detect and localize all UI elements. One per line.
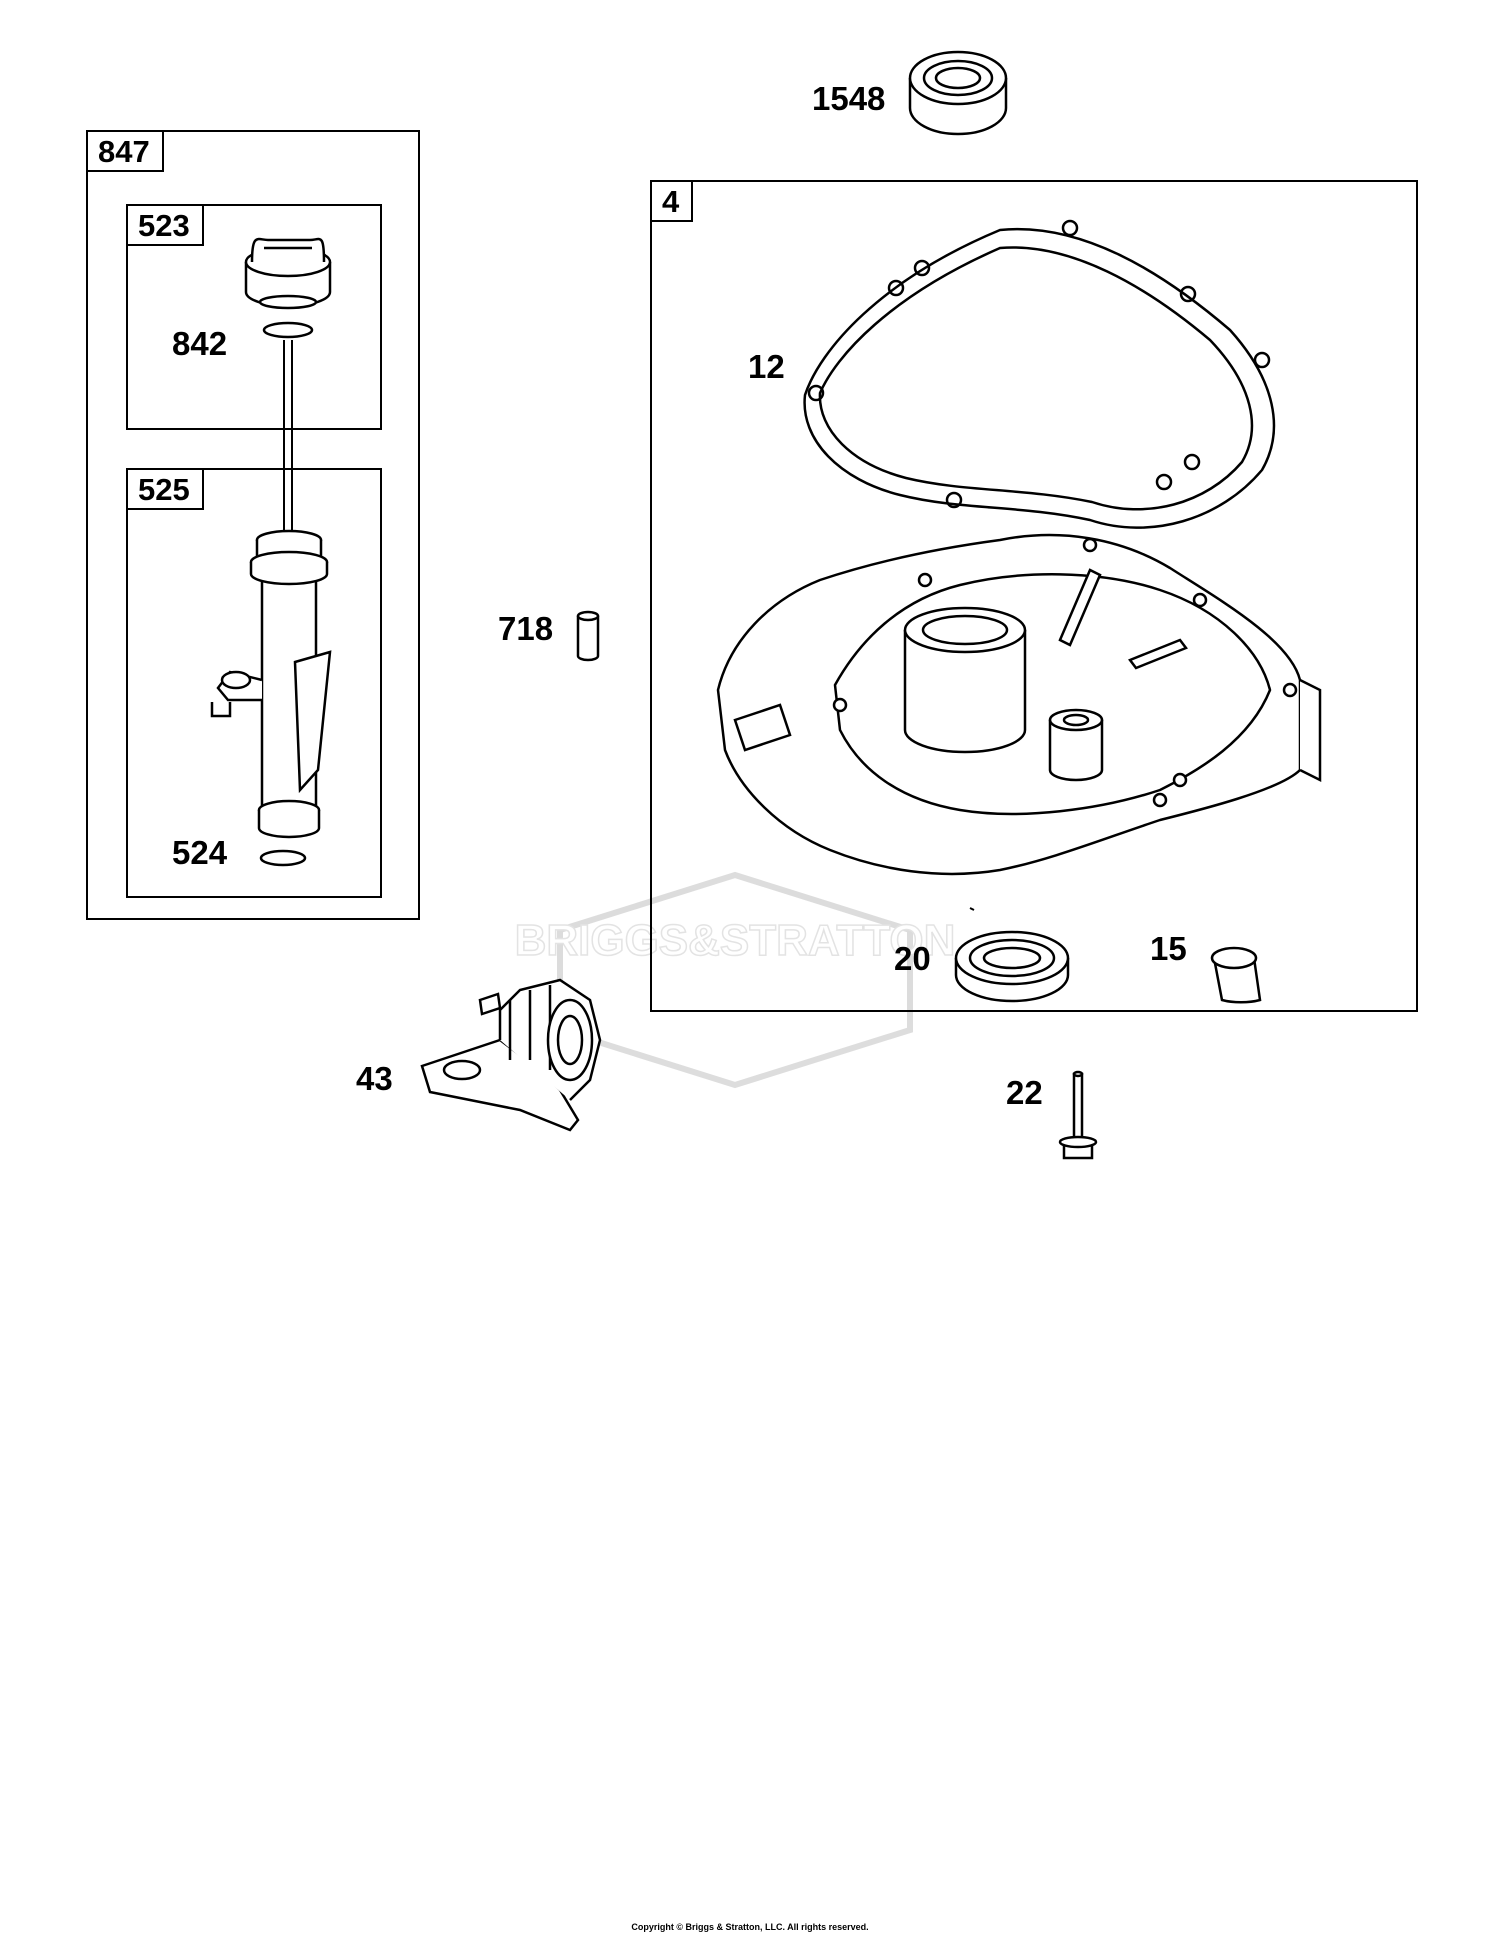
callout-43: 43 [356, 1060, 393, 1097]
o-ring-524 [259, 849, 307, 867]
bolt-22 [1058, 1070, 1098, 1160]
callout-12: 12 [748, 348, 785, 385]
oil-seal-20 [954, 930, 1070, 1003]
briggs-stratton-watermark: BRIGGS&STRATTON [514, 871, 956, 1089]
dipstick-cap-523 [244, 237, 332, 310]
svg-text:BRIGGS&STRATTON: BRIGGS&STRATTON [515, 916, 956, 965]
bearing-1548 [908, 50, 1008, 136]
copyright-notice: Copyright © Briggs & Stratton, LLC. All … [631, 1922, 869, 1932]
plug-15 [1210, 946, 1262, 1004]
group-label-4: 4 [650, 180, 694, 222]
callout-20: 20 [894, 940, 931, 977]
gasket-12 [803, 219, 1276, 529]
sump-cover-4 [716, 533, 1322, 876]
o-ring-842 [262, 321, 314, 339]
group-label-847: 847 [86, 130, 164, 172]
callout-718: 718 [498, 610, 554, 647]
dipstick-rod [283, 340, 293, 540]
group-label-523: 523 [126, 204, 204, 246]
group-box-4: 4 [650, 180, 1418, 1012]
leader-mark [969, 907, 975, 911]
callout-842: 842 [172, 325, 228, 362]
callout-1548: 1548 [812, 80, 886, 117]
group-box-525: 525 [126, 468, 382, 898]
dowel-pin-718 [576, 610, 600, 662]
callout-22: 22 [1006, 1074, 1043, 1111]
group-box-523: 523 [126, 204, 382, 430]
callout-15: 15 [1150, 930, 1187, 967]
governor-43 [420, 978, 602, 1132]
group-label-525: 525 [126, 468, 204, 510]
group-box-847: 847 [86, 130, 420, 920]
dipstick-tube-525 [210, 529, 332, 839]
callout-524: 524 [172, 834, 228, 871]
